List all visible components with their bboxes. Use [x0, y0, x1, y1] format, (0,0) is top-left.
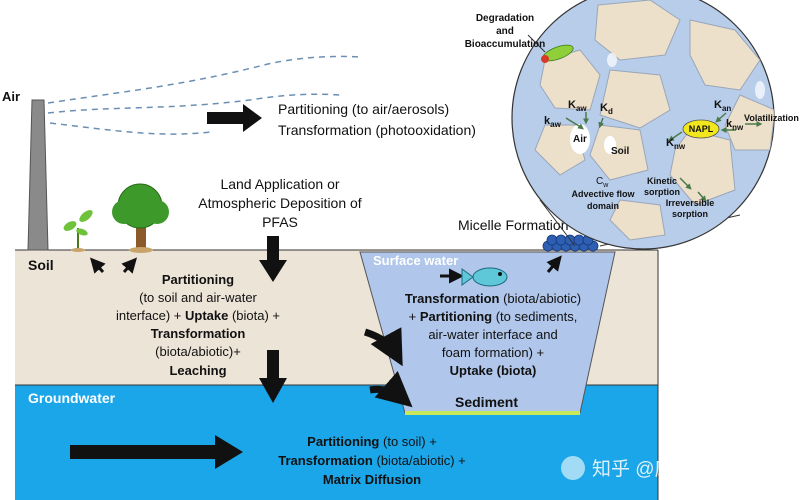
inset-soil-label: Soil	[611, 146, 630, 157]
soil-process-l6: Leaching	[169, 363, 226, 378]
surface-process-l4: foam formation) +	[442, 345, 544, 360]
advective-line2: domain	[587, 201, 619, 211]
inset-connector-left	[539, 199, 576, 247]
k-aw-lower: kaw	[544, 115, 562, 129]
soil-process-l1: Partitioning	[162, 272, 234, 287]
k-nw-left: Knw	[666, 137, 686, 151]
micelle-label: Micelle Formation	[458, 217, 568, 233]
irreversible-line2: sorption	[672, 209, 708, 219]
k-an: Kan	[714, 99, 731, 113]
degradation-line1: Degradation	[476, 13, 534, 24]
volatilization-label: Volatilization	[744, 113, 799, 123]
napl-label: NAPL	[689, 124, 714, 134]
surface-process-l5: Uptake (biota)	[450, 363, 537, 378]
runoff-arrow-upper	[363, 327, 403, 367]
micelle-arrow	[546, 255, 562, 273]
groundwater-label: Groundwater	[28, 390, 116, 406]
watermark-text: 知乎 @废柴超暑长	[592, 458, 750, 480]
kinetic-line2: sorption	[644, 187, 680, 197]
sediment-label: Sediment	[455, 394, 518, 410]
soil-label: Soil	[28, 257, 54, 273]
bacteria-icon	[541, 44, 574, 63]
surface-water-label: Surface water	[373, 253, 458, 268]
deposition-down-arrow	[259, 236, 287, 282]
leaching-down-arrow	[259, 350, 287, 403]
gw-process-l2: Transformation (biota/abiotic) +	[278, 453, 466, 468]
surface-process-l3: air-water interface and	[428, 327, 557, 342]
air-label: Air	[2, 89, 20, 104]
seedling-icon	[63, 210, 93, 252]
cw-label: Cw	[596, 176, 609, 189]
soil-process-l2: (to soil and air-water	[139, 290, 257, 305]
gw-process-l1: Partitioning (to soil) +	[307, 434, 437, 449]
soil-process-l3: interface) + Uptake (biota) +	[116, 308, 280, 323]
k-nw-right: knw	[726, 118, 744, 132]
smoke-plume	[47, 55, 361, 135]
fish-icon	[461, 267, 508, 287]
degradation-line2: and	[496, 26, 514, 37]
smokestack	[27, 99, 49, 251]
advective-line1: Advective flow	[571, 189, 635, 199]
deposition-line1: Land Application or	[220, 176, 339, 192]
inset-air-label: Air	[573, 134, 587, 145]
soil-process-l5: (biota/abiotic)+	[155, 344, 241, 359]
kinetic-line1: Kinetic	[647, 176, 677, 186]
air-process-line2: Transformation (photooxidation)	[278, 122, 476, 138]
pore-scale-inset: Degradation and Bioaccumulation Kaw kaw …	[465, 0, 799, 250]
gw-process-l3: Matrix Diffusion	[323, 472, 421, 487]
runoff-arrow-lower	[369, 371, 413, 408]
groundwater-flow-arrow	[70, 435, 243, 469]
air-process-line1: Partitioning (to air/aerosols)	[278, 101, 449, 117]
napl-blob	[682, 119, 720, 139]
degradation-line3: Bioaccumulation	[465, 39, 546, 50]
deposition-line3: PFAS	[262, 214, 298, 230]
irreversible-line1: Irreversible	[666, 198, 715, 208]
surface-process-l2: + Partitioning (to sediments,	[409, 309, 578, 324]
deposition-line2: Atmospheric Deposition of	[198, 195, 362, 211]
watermark: 知乎 @废柴超暑长	[561, 456, 750, 480]
soil-process-l4: Transformation	[151, 326, 246, 341]
air-process-arrow	[207, 104, 262, 132]
uptake-arrow-seedling	[89, 257, 106, 274]
k-d: Kd	[600, 102, 613, 116]
surface-process-l1: Transformation (biota/abiotic)	[405, 291, 581, 306]
k-aw-upper: Kaw	[568, 99, 587, 113]
uptake-arrow-tree	[121, 257, 138, 274]
tree-icon	[112, 183, 169, 253]
